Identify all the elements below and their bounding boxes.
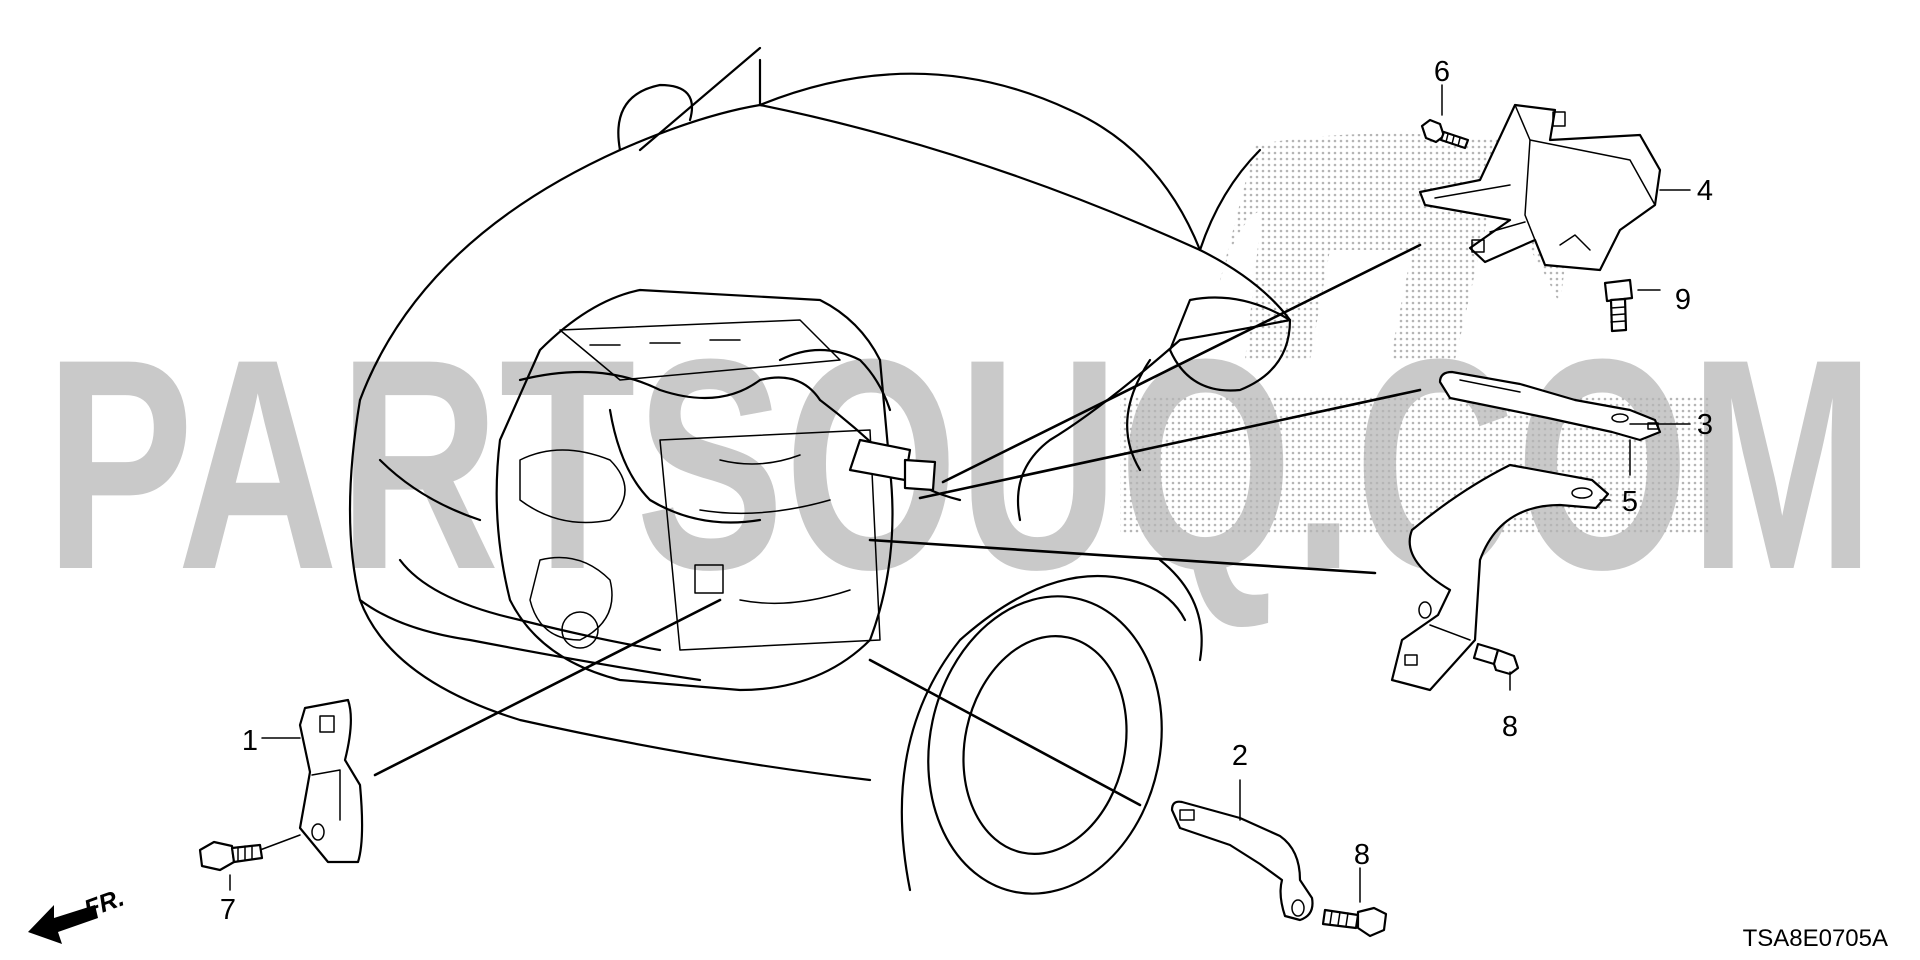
- bolt-9-icon: [1603, 278, 1634, 333]
- callout-3: 3: [1697, 409, 1713, 441]
- callout-9: 9: [1675, 284, 1691, 316]
- callout-labels: 1 2 3 4 5 6 7 8 8 9: [220, 56, 1713, 926]
- engine-assembly: [495, 288, 962, 692]
- front-direction-arrow-icon: FR.: [28, 884, 128, 944]
- callout-8-upper: 8: [1502, 711, 1518, 743]
- leader-lines: [373, 243, 1422, 807]
- part-3-stay: [1438, 370, 1662, 442]
- part-1-bracket: [298, 698, 364, 864]
- callout-6: 6: [1434, 56, 1450, 88]
- bolt-8-lower-icon: [1321, 906, 1388, 938]
- part-5-stay: [1390, 463, 1610, 692]
- diagram-code: TSA8E0705A: [1743, 925, 1888, 952]
- front-direction-label: FR.: [80, 884, 127, 924]
- callout-8-lower: 8: [1354, 839, 1370, 871]
- part-2-stay: [1170, 800, 1314, 922]
- bolt-7-icon: [198, 834, 301, 872]
- callout-ticks: [229, 84, 1691, 903]
- part-4-bracket: [1418, 103, 1662, 272]
- vehicle-body-outline: [348, 46, 1292, 895]
- callout-7: 7: [220, 894, 236, 926]
- callout-1: 1: [242, 725, 258, 757]
- callout-2: 2: [1232, 740, 1248, 772]
- callout-4: 4: [1697, 175, 1713, 207]
- bolt-6-icon: [1420, 118, 1470, 150]
- watermark: PARTSOUQ.COM: [45, 133, 1875, 632]
- bolt-8-upper-icon: [1429, 624, 1520, 676]
- callout-5: 5: [1622, 486, 1638, 518]
